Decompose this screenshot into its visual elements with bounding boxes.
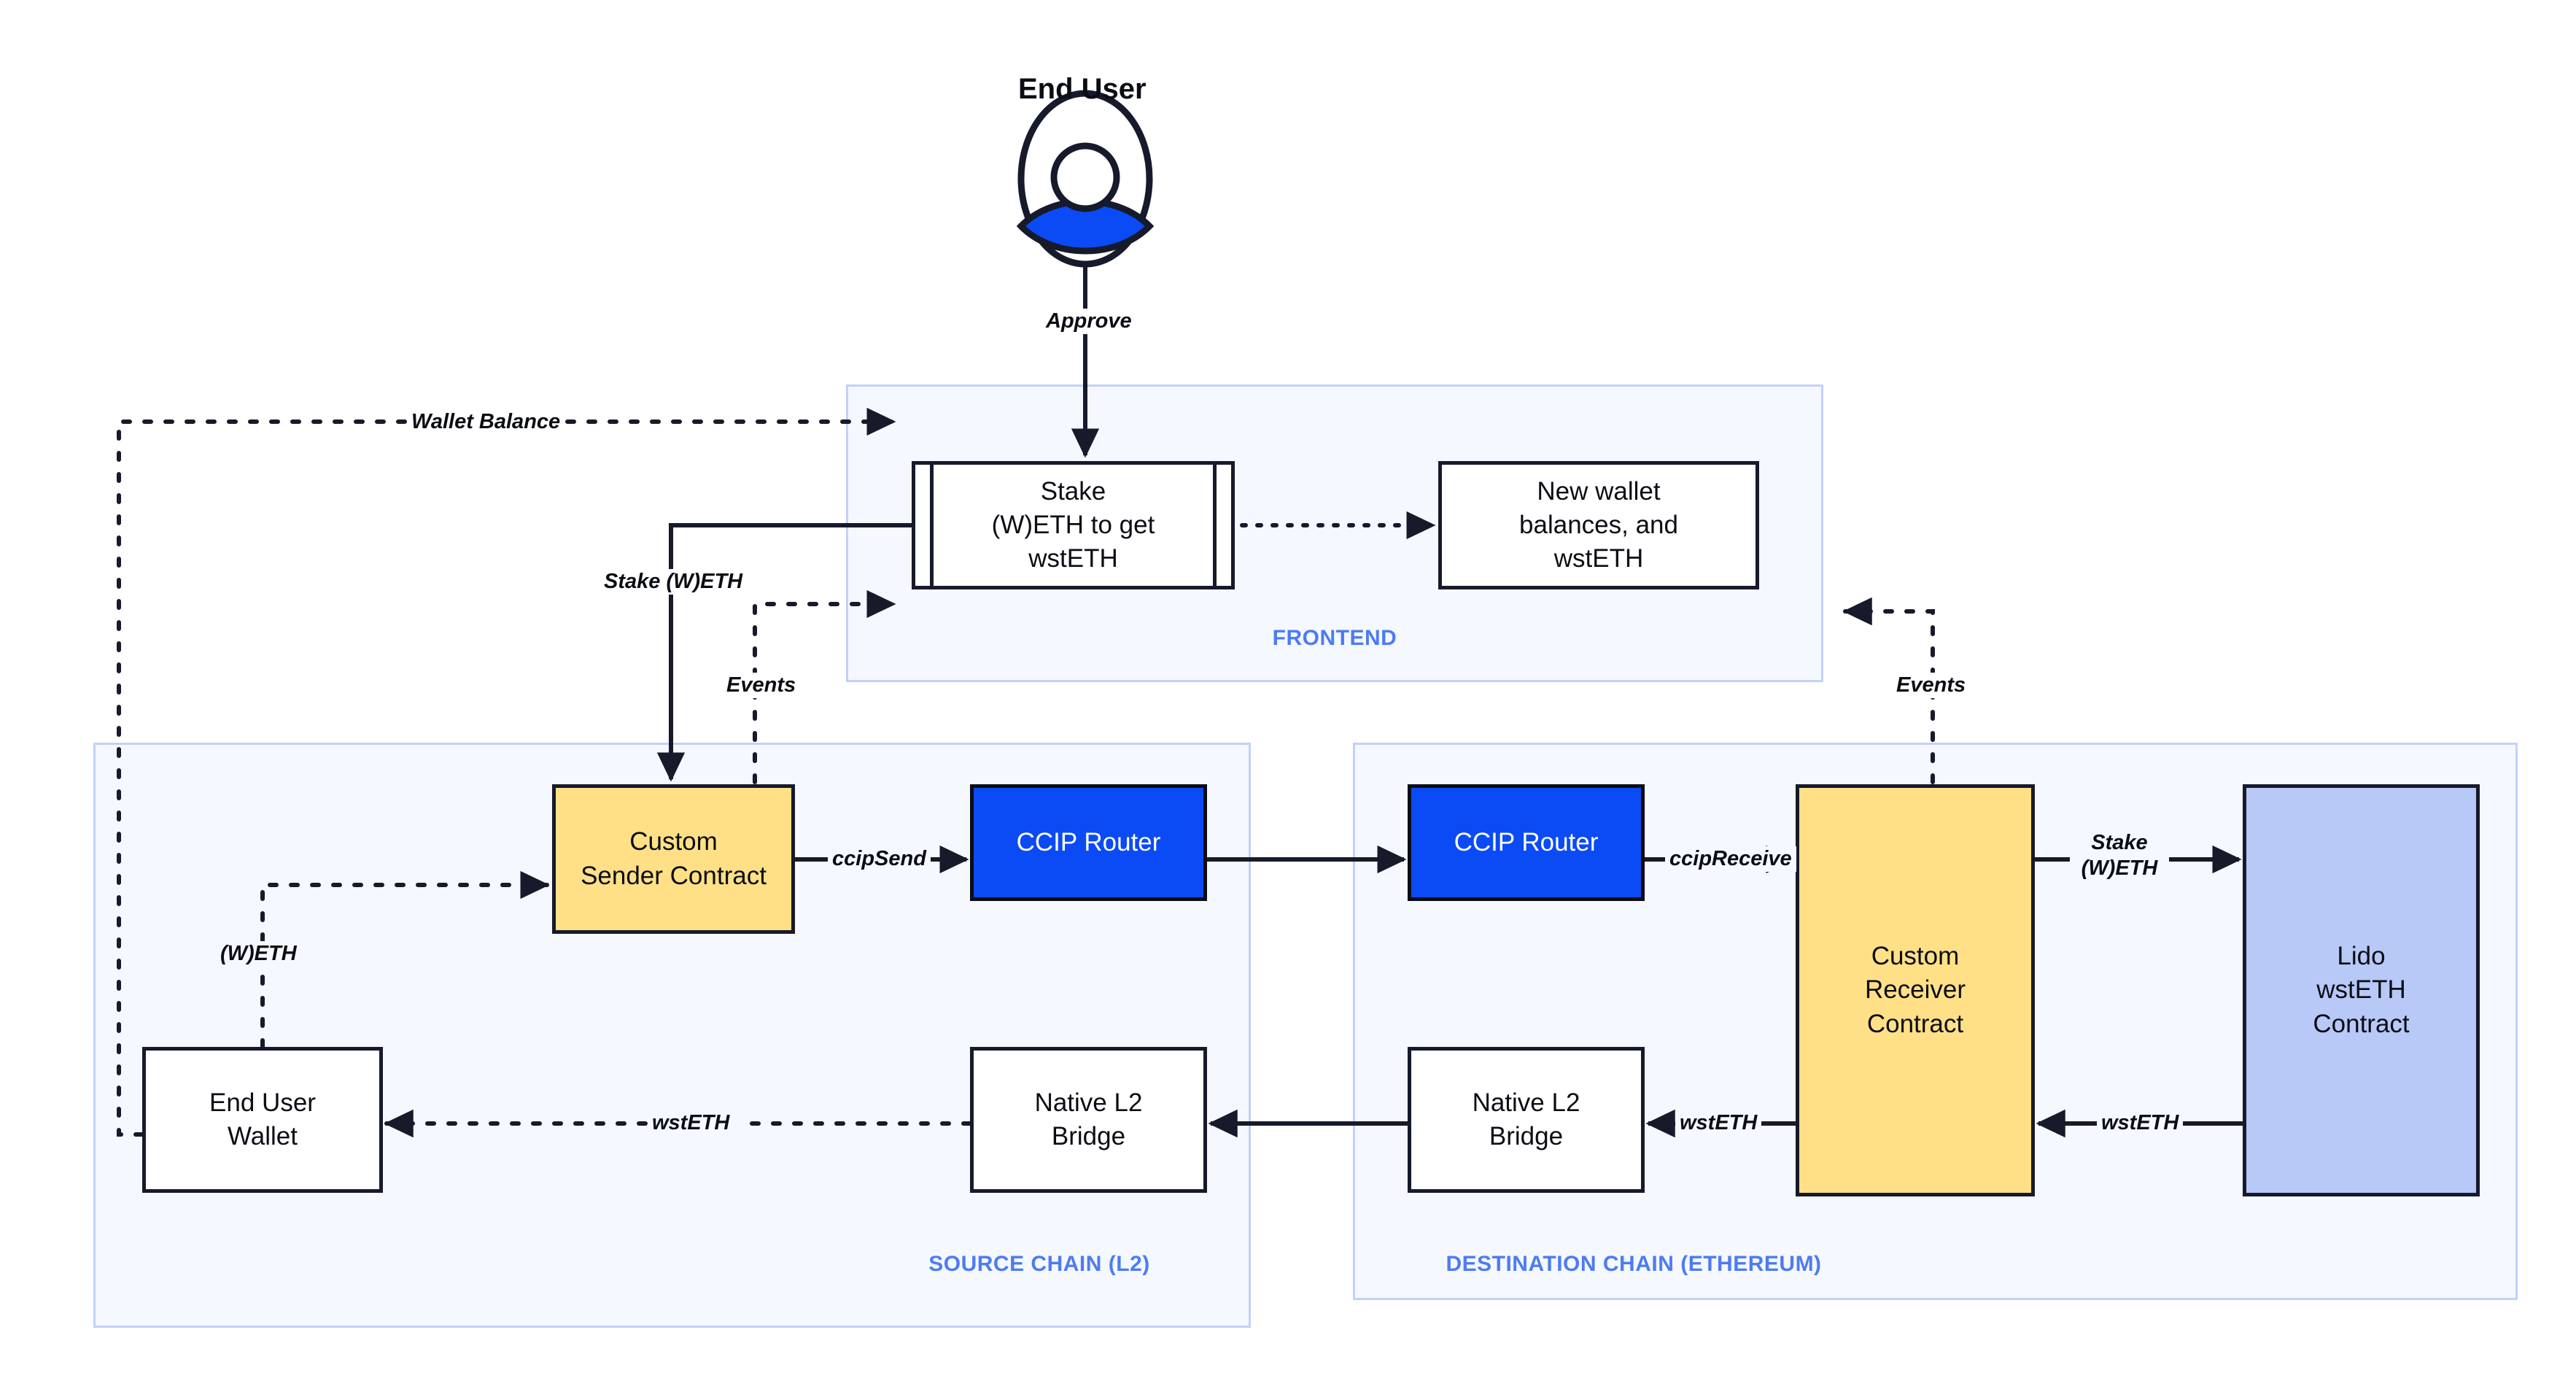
- zone-source-chain-label: SOURCE CHAIN (L2): [928, 1252, 1150, 1276]
- node-bridge-source-label: Native L2 Bridge: [1034, 1088, 1143, 1150]
- node-bridge-dest[interactable]: Native L2 Bridge: [1408, 1047, 1645, 1193]
- node-stake-form-label: Stake (W)ETH to get wstETH: [991, 476, 1155, 573]
- node-receiver-contract-label: Custom Receiver Contract: [1864, 942, 1966, 1038]
- edge-label-stake-weth: Stake (W)ETH: [600, 569, 748, 595]
- node-stake-form[interactable]: Stake (W)ETH to get wstETH: [912, 461, 1235, 589]
- node-lido-contract[interactable]: Lido wstETH Contract: [2243, 784, 2480, 1196]
- node-lido-contract-label: Lido wstETH Contract: [2313, 942, 2410, 1038]
- node-user-wallet[interactable]: End User Wallet: [142, 1047, 383, 1193]
- edge-label-wsteth-lido: wstETH: [2097, 1110, 2184, 1136]
- edge-label-events-source: Events: [722, 673, 801, 698]
- node-router-dest-label: CCIP Router: [1454, 827, 1599, 856]
- end-user-title: End User: [1018, 73, 1147, 105]
- edge-label-ccipsend: ccipSend: [828, 846, 931, 872]
- node-bridge-dest-label: Native L2 Bridge: [1472, 1088, 1580, 1150]
- edge-label-ccipreceive: ccipReceive: [1665, 846, 1796, 872]
- edge-label-stake-weth-dest: Stake (W)ETH: [2070, 830, 2169, 881]
- edge-label-wsteth-wallet: wstETH: [648, 1110, 734, 1136]
- edge-label-wsteth-bridge: wstETH: [1675, 1110, 1762, 1136]
- node-router-source[interactable]: CCIP Router: [970, 784, 1207, 901]
- node-bridge-source[interactable]: Native L2 Bridge: [970, 1047, 1207, 1193]
- process-bar-left: [930, 465, 934, 586]
- zone-frontend-label: FRONTEND: [1272, 626, 1397, 650]
- edge-label-weth: (W)ETH: [216, 941, 301, 967]
- node-sender-contract[interactable]: Custom Sender Contract: [552, 784, 795, 934]
- node-router-source-label: CCIP Router: [1016, 827, 1161, 856]
- edge-label-approve: Approve: [1041, 309, 1136, 334]
- edge-label-wallet-balance: Wallet Balance: [407, 409, 565, 435]
- node-user-wallet-label: End User Wallet: [209, 1088, 316, 1150]
- node-router-dest[interactable]: CCIP Router: [1408, 784, 1645, 901]
- node-new-balances-label: New wallet balances, and wstETH: [1519, 476, 1678, 573]
- edge-label-events-dest: Events: [1892, 673, 1971, 698]
- node-new-balances[interactable]: New wallet balances, and wstETH: [1438, 461, 1759, 589]
- user-avatar-icon: [1016, 90, 1155, 268]
- zone-destination-chain-label: DESTINATION CHAIN (ETHEREUM): [1446, 1252, 1822, 1276]
- node-receiver-contract[interactable]: Custom Receiver Contract: [1796, 784, 2035, 1196]
- process-bar-right: [1213, 465, 1217, 586]
- node-sender-contract-label: Custom Sender Contract: [581, 827, 767, 890]
